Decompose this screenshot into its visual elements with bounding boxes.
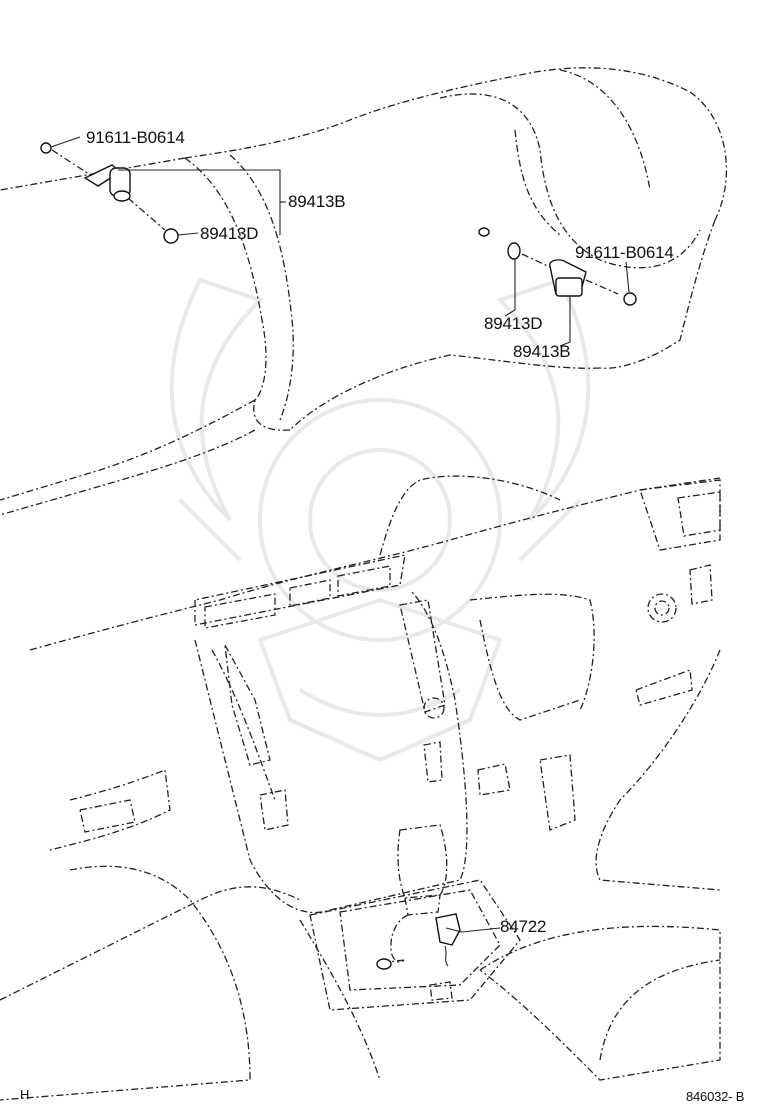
watermark-crest xyxy=(169,277,591,763)
callout-bolt-top: 91611-B0614 xyxy=(86,128,185,147)
callout-sensor-top: 89413B xyxy=(288,192,346,211)
shift-lever-and-switch xyxy=(376,824,501,970)
transmission-housing xyxy=(0,67,728,516)
callout-oring-right: 89413D xyxy=(484,314,543,333)
corner-code-left: H xyxy=(20,1087,30,1102)
callout-oring-top: 89413D xyxy=(200,224,259,243)
right-sensor-assembly xyxy=(478,227,637,347)
callout-switch: 84722 xyxy=(500,917,547,936)
callout-sensor-right: 89413B xyxy=(513,342,571,361)
dashboard-console xyxy=(0,475,721,1101)
diagram-reference-number: 846032- B xyxy=(686,1089,745,1104)
callout-bolt-right: 91611-B0614 xyxy=(575,243,674,262)
left-sensor-assembly xyxy=(40,136,286,244)
